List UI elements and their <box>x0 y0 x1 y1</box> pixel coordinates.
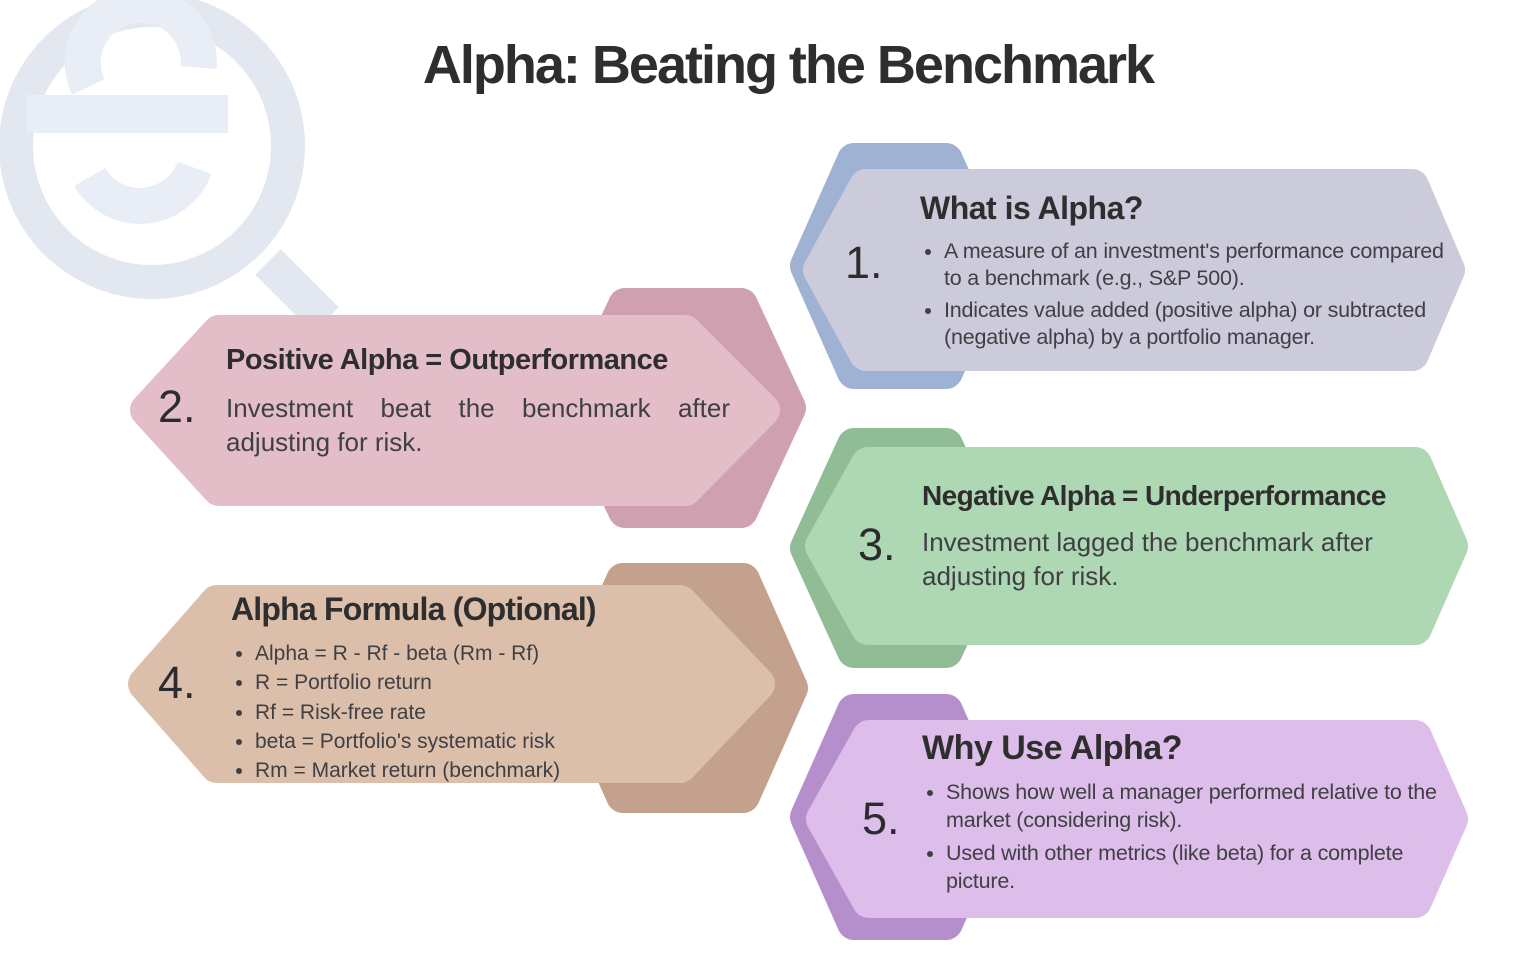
bullet-item: Used with other metrics (like beta) for … <box>946 840 1457 896</box>
card-5-bullets: Shows how well a manager performed relat… <box>922 779 1457 896</box>
card-1-content: What is Alpha? A measure of an investmen… <box>920 190 1465 357</box>
bullet-item: A measure of an investment's performance… <box>944 238 1465 292</box>
logo-q-handle <box>255 249 339 333</box>
sq-magnifier-logo <box>0 0 339 333</box>
card-4-title: Alpha Formula (Optional) <box>231 591 597 627</box>
card-5-number: 5. <box>862 793 900 844</box>
card-1-bullets: A measure of an investment's performance… <box>920 238 1465 351</box>
card-3-inner-shape <box>805 447 1468 645</box>
logo-s-top-arc <box>64 0 217 95</box>
card-2-number: 2. <box>158 381 196 432</box>
bullet-item: beta = Portfolio's systematic risk <box>255 729 751 754</box>
card-5-content: Why Use Alpha? Shows how well a manager … <box>922 729 1457 901</box>
bullet-item: Rf = Risk-free rate <box>255 700 751 725</box>
card-1-title: What is Alpha? <box>920 190 1143 226</box>
card-3-title: Negative Alpha = Underperformance <box>922 480 1386 511</box>
bullet-item: Rm = Market return (benchmark) <box>255 758 751 783</box>
card-4-inner-shape <box>128 585 775 783</box>
bullet-item: Alpha = R - Rf - beta (Rm - Rf) <box>255 641 751 666</box>
card-3-body: Investment lagged the benchmark after ad… <box>922 526 1373 592</box>
card-2-body: Investment beat the benchmark after adju… <box>226 392 730 458</box>
bullet-item: R = Portfolio return <box>255 670 751 695</box>
card-4-bullets: Alpha = R - Rf - beta (Rm - Rf) R = Portf… <box>231 641 751 783</box>
card-4-content: Alpha Formula (Optional) Alpha = R - Rf … <box>231 591 751 787</box>
logo-s-bottom-arc <box>74 160 212 224</box>
bullet-item: Shows how well a manager performed relat… <box>946 779 1457 835</box>
page-title: Alpha: Beating the Benchmark <box>422 35 1155 95</box>
card-2-content: Positive Alpha = Outperformance Investme… <box>226 344 730 460</box>
card-3-content: Negative Alpha = Underperformance Invest… <box>922 480 1442 593</box>
card-3-number: 3. <box>858 519 896 570</box>
card-5-title: Why Use Alpha? <box>922 729 1183 767</box>
card-1-inner-shape <box>803 169 1465 371</box>
card-2-inner-shape <box>130 315 780 506</box>
card-5-inner-shape <box>806 720 1468 918</box>
card-2-title: Positive Alpha = Outperformance <box>226 344 668 376</box>
card-1-number: 1. <box>845 237 883 288</box>
card-4-number: 4. <box>158 657 196 708</box>
bullet-item: Indicates value added (positive alpha) o… <box>944 297 1465 351</box>
